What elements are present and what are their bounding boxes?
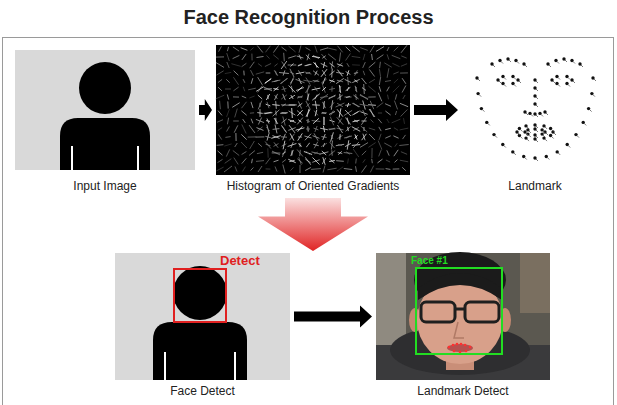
panel-caption: Input Image: [73, 179, 136, 194]
panel-caption: Landmark: [508, 179, 561, 194]
image-panel: Landmark Detect: [376, 253, 550, 399]
block-arrow: [199, 99, 212, 121]
image-panel: Face Detect: [115, 253, 290, 399]
landmark-detect-photo: [376, 252, 550, 380]
face-label: Face #1: [411, 255, 448, 267]
landmark-dots: [475, 57, 596, 161]
block-arrow: [414, 99, 458, 121]
panel-caption: Face Detect: [170, 384, 235, 399]
detect-label: Detect: [220, 253, 260, 268]
image-panel: Input Image: [15, 50, 195, 194]
frame: [3, 38, 614, 405]
panel-caption: Histogram of Oriented Gradients: [227, 179, 400, 194]
face-detect-image: [115, 253, 290, 380]
block-arrow: [294, 306, 372, 328]
diagram-title: Face Recognition Process: [0, 5, 617, 29]
input-image: [15, 50, 195, 170]
image-panel: Histogram of Oriented Gradients: [216, 45, 410, 194]
image-panel: Landmark: [462, 45, 608, 194]
hog-image: [216, 45, 410, 175]
flow-down-arrow: [258, 198, 368, 251]
panel-caption: Landmark Detect: [417, 384, 508, 399]
